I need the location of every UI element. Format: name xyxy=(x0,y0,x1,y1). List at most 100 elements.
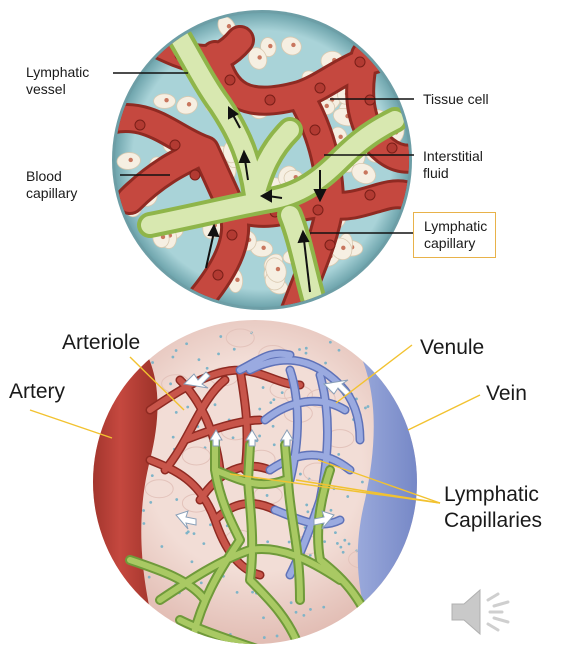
tissue-cell-outline xyxy=(225,328,255,348)
fluid-dot xyxy=(366,405,370,408)
fluid-dot xyxy=(337,348,341,352)
fluid-dot xyxy=(149,501,153,504)
fluid-dot xyxy=(289,601,293,605)
fluid-dot xyxy=(339,545,343,549)
red-blood-cell xyxy=(386,142,398,154)
fluid-dot xyxy=(346,495,350,498)
capillary-bed-diagram xyxy=(29,320,481,644)
cell-nucleus xyxy=(275,266,281,272)
fluid-dot xyxy=(304,351,308,355)
fluid-dot xyxy=(341,550,345,554)
fluid-dot xyxy=(232,347,236,351)
flow-arrows xyxy=(205,106,327,293)
fluid-dot xyxy=(271,424,275,428)
fluid-dot xyxy=(266,540,270,544)
fluid-dot xyxy=(269,401,273,405)
fluid-dot xyxy=(171,355,175,359)
cell-nucleus xyxy=(341,245,346,251)
fluid-dot xyxy=(197,358,201,362)
fluid-dot xyxy=(294,610,298,614)
lymphatic-capillaries xyxy=(137,17,408,307)
fluid-dot xyxy=(334,531,337,534)
fluid-dot xyxy=(209,523,212,527)
fluid-dot xyxy=(261,386,265,389)
cell-nucleus xyxy=(291,42,296,48)
fluid-dot xyxy=(174,410,178,414)
interstitial-tissue-diagram xyxy=(112,10,414,310)
tissue-cell xyxy=(153,93,176,109)
fluid-dot xyxy=(335,542,339,545)
red-blood-cell xyxy=(314,82,326,94)
red-blood-cell xyxy=(354,56,366,68)
fluid-dot xyxy=(258,434,261,438)
fluid-dot xyxy=(235,590,239,594)
red-blood-cell xyxy=(312,204,324,216)
fluid-dot xyxy=(323,540,327,544)
label-lymphatic-capillary: Lymphatic capillary xyxy=(413,212,497,258)
fluid-dot xyxy=(186,405,190,409)
fluid-dot xyxy=(217,352,220,356)
label-arteriole: Arteriole xyxy=(62,331,141,354)
red-blood-cell xyxy=(264,94,276,106)
fluid-dot xyxy=(142,522,146,525)
tissue-cell xyxy=(248,47,268,70)
fluid-dot xyxy=(328,340,332,344)
fluid-dot xyxy=(192,532,196,536)
red-blood-cell xyxy=(226,229,238,241)
cell-nucleus xyxy=(186,102,192,107)
speaker-icon[interactable] xyxy=(448,584,520,640)
fluid-dot xyxy=(309,608,312,611)
fluid-dot xyxy=(364,406,367,410)
label-tissue-cell: Tissue cell xyxy=(423,91,489,107)
vein-shape xyxy=(330,320,417,644)
cell-nucleus xyxy=(268,43,273,49)
cell-nucleus xyxy=(128,157,133,163)
fluid-dot xyxy=(306,510,310,514)
fluid-dot xyxy=(205,366,209,370)
cell-nucleus xyxy=(338,134,343,140)
label-blood-capillary: Blood capillary xyxy=(26,168,78,201)
fluid-dot xyxy=(202,542,206,546)
fluid-dot xyxy=(171,435,175,439)
bottom-leader-lines xyxy=(29,344,481,504)
tissue-cell-outline xyxy=(144,479,174,499)
fluid-flow-arrows xyxy=(175,371,351,530)
fluid-dot xyxy=(329,508,333,512)
tissue-cell xyxy=(176,96,198,115)
label-venule: Venule xyxy=(420,336,485,359)
fluid-dot xyxy=(272,443,276,447)
fluid-dot xyxy=(360,480,364,484)
tissue-cell xyxy=(116,152,141,170)
fluid-dot xyxy=(151,361,154,364)
top-leader-lines xyxy=(113,72,414,234)
fluid-dot xyxy=(185,342,189,346)
fluid-dot xyxy=(280,391,284,394)
fluid-dot xyxy=(213,403,217,407)
label-vein: Vein xyxy=(486,382,527,405)
red-blood-cell xyxy=(189,169,201,181)
fluid-dot xyxy=(142,509,145,512)
cell-nucleus xyxy=(235,277,240,283)
cell-nucleus xyxy=(226,24,232,29)
red-blood-cell xyxy=(309,124,321,136)
fluid-dot xyxy=(150,474,154,478)
fluid-dot xyxy=(302,614,306,617)
fluid-dot xyxy=(287,540,291,544)
fluid-dot xyxy=(199,581,203,585)
fluid-dot xyxy=(169,382,172,386)
fluid-dot xyxy=(272,398,276,402)
label-interstitial-fluid: Interstitial fluid xyxy=(423,148,483,181)
fluid-dot xyxy=(347,542,351,546)
red-blood-cell xyxy=(364,189,376,201)
red-blood-cell xyxy=(364,94,376,106)
fluid-dot xyxy=(304,346,308,350)
cell-nucleus xyxy=(257,55,262,60)
fluid-dot xyxy=(308,553,312,557)
label-lymphatic-capillaries: Lymphatic Capillaries xyxy=(444,483,543,532)
cell-nucleus xyxy=(324,103,329,109)
fluid-dot xyxy=(324,361,327,365)
fluid-dot xyxy=(190,560,194,564)
fluid-dot xyxy=(337,452,341,456)
tissue-cell xyxy=(351,162,376,185)
